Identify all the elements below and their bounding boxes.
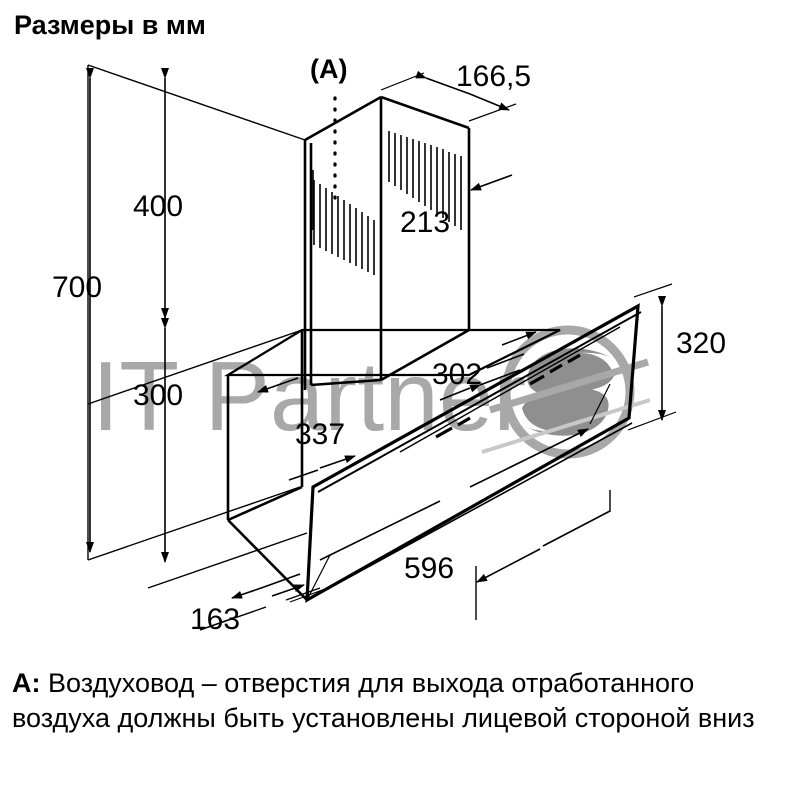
- dimension-163: [199, 573, 326, 631]
- dimension-label-166-5: 166,5: [456, 60, 532, 93]
- dimension-label-337: 337: [295, 418, 346, 451]
- dimension-213-leader: [470, 174, 513, 191]
- dimension-337-leader: [257, 377, 356, 481]
- dimension-166-5: [380, 70, 517, 122]
- duct-vent-slots: [312, 131, 462, 275]
- dimension-label-213: 213: [400, 206, 451, 239]
- callout-a-marker: (A): [310, 54, 348, 84]
- dimension-label-320: 320: [676, 327, 727, 360]
- dimension-label-400: 400: [133, 190, 184, 223]
- dimension-label-700: 700: [52, 271, 103, 304]
- callout-caption-text: Воздуховод – отверстия для выхода отрабо…: [12, 668, 755, 733]
- dimension-label-302: 302: [432, 358, 483, 391]
- inclined-glass-panel: [305, 303, 642, 603]
- dimension-596: [307, 383, 611, 620]
- chimney-duct: [303, 95, 471, 390]
- callout-caption-letter: А:: [12, 668, 41, 698]
- dimension-302-leader: [439, 331, 537, 401]
- dimension-label-163: 163: [190, 603, 241, 636]
- dimension-label-596: 596: [404, 552, 455, 585]
- dimension-label-300: 300: [133, 379, 184, 412]
- control-panel-slots: [435, 353, 581, 439]
- page-title: Размеры в мм: [14, 10, 206, 40]
- callout-caption: А: Воздуховод – отверстия для выхода отр…: [12, 666, 792, 736]
- dimension-320: [627, 283, 677, 431]
